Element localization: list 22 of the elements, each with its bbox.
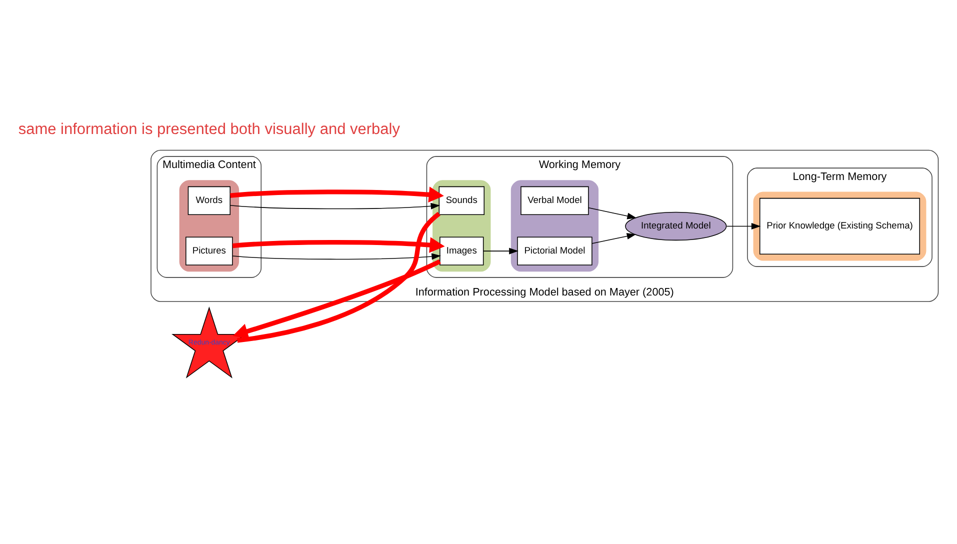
arrow	[726, 222, 761, 230]
node-box: Sounds	[438, 186, 485, 215]
arrow	[232, 237, 445, 253]
arrow	[232, 259, 441, 339]
node-box: Words	[188, 186, 230, 215]
node-box: Verbal Model	[520, 186, 589, 215]
node-box: Images	[440, 236, 484, 266]
arrow	[230, 186, 444, 202]
cluster	[432, 180, 491, 272]
cluster	[179, 180, 240, 272]
cluster	[510, 180, 599, 272]
node-box: Pictures	[186, 236, 233, 266]
cluster	[753, 192, 926, 261]
label: same information is presented both visually and verbaly	[18, 120, 400, 138]
arrow	[230, 202, 440, 210]
arrow	[588, 207, 637, 220]
arrow	[592, 233, 636, 244]
connector	[237, 212, 440, 343]
node-box: Pictorial Model	[517, 236, 592, 266]
node-box: Prior Knowledge (Existing Schema)	[759, 198, 920, 255]
arrow	[232, 253, 441, 260]
arrow	[483, 248, 518, 254]
